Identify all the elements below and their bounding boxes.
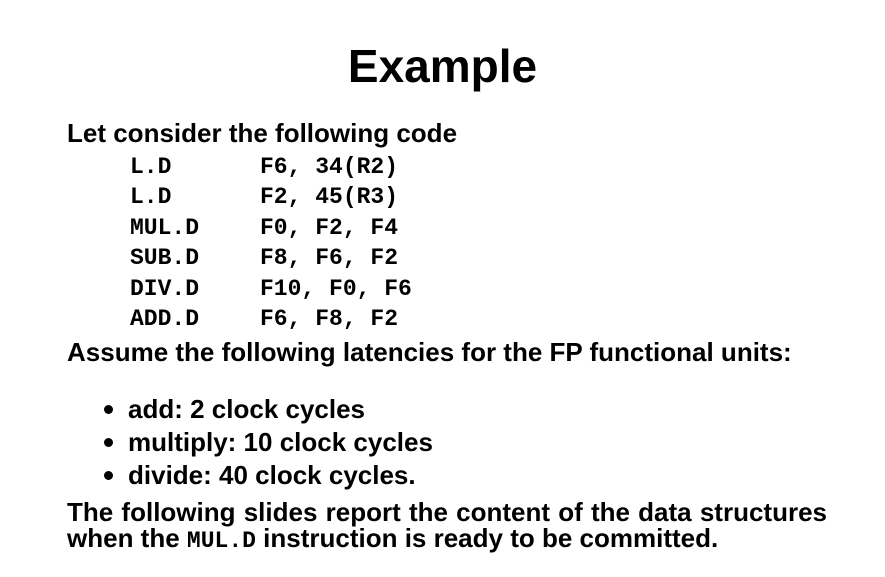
code-line: L.D F2, 45(R3) [130, 182, 412, 212]
code-operands: F6, F8, F2 [260, 305, 399, 332]
code-opcode: L.D [130, 184, 172, 211]
list-item: divide: 40 clock cycles. [104, 459, 433, 492]
code-operands: F6, 34(R2) [260, 154, 399, 180]
code-opcode: ADD.D [130, 305, 200, 332]
code-line: SUB.D F8, F6, F2 [130, 243, 412, 273]
code-line: ADD.D F6, F8, F2 [130, 304, 412, 334]
list-item: multiply: 10 clock cycles [104, 426, 433, 459]
code-operands: F0, F2, F4 [260, 214, 399, 241]
assumption-text: Assume the following latencies for the F… [67, 337, 792, 367]
latency-item-divide: divide: 40 clock cycles. [128, 460, 416, 490]
final-paragraph: The following slides report the content … [67, 499, 827, 554]
code-operands: F2, 45(R3) [260, 184, 399, 211]
bullet-icon [104, 438, 113, 447]
code-line: DIV.D F10, F0, F6 [130, 274, 412, 304]
code-opcode: SUB.D [130, 245, 200, 272]
code-opcode: DIV.D [130, 275, 200, 302]
code-block: L.D F6, 34(R2) L.D F2, 45(R3) MUL.D F0, F2,… [130, 152, 412, 334]
latency-item-add: add: 2 clock cycles [128, 394, 366, 424]
code-operands: F10, F0, F6 [260, 275, 412, 302]
final-text-before: The following slides report the content … [67, 497, 827, 553]
final-text-after: instruction is ready to be committed. [255, 523, 719, 553]
intro-text: Let consider the following code [67, 118, 458, 148]
list-item: add: 2 clock cycles [104, 393, 433, 426]
latency-item-multiply: multiply: 10 clock cycles [128, 427, 433, 457]
code-line: MUL.D F0, F2, F4 [130, 213, 412, 243]
bullet-icon [104, 471, 113, 480]
code-opcode: L.D [130, 154, 172, 180]
code-line: L.D F6, 34(R2) [130, 152, 412, 182]
latency-list: add: 2 clock cycles multiply: 10 clock c… [104, 393, 433, 492]
code-opcode: MUL.D [130, 214, 200, 241]
instruction-name: MUL.D [186, 528, 256, 554]
slide-title: Example [347, 40, 538, 92]
bullet-icon [104, 405, 113, 414]
code-operands: F8, F6, F2 [260, 245, 399, 272]
